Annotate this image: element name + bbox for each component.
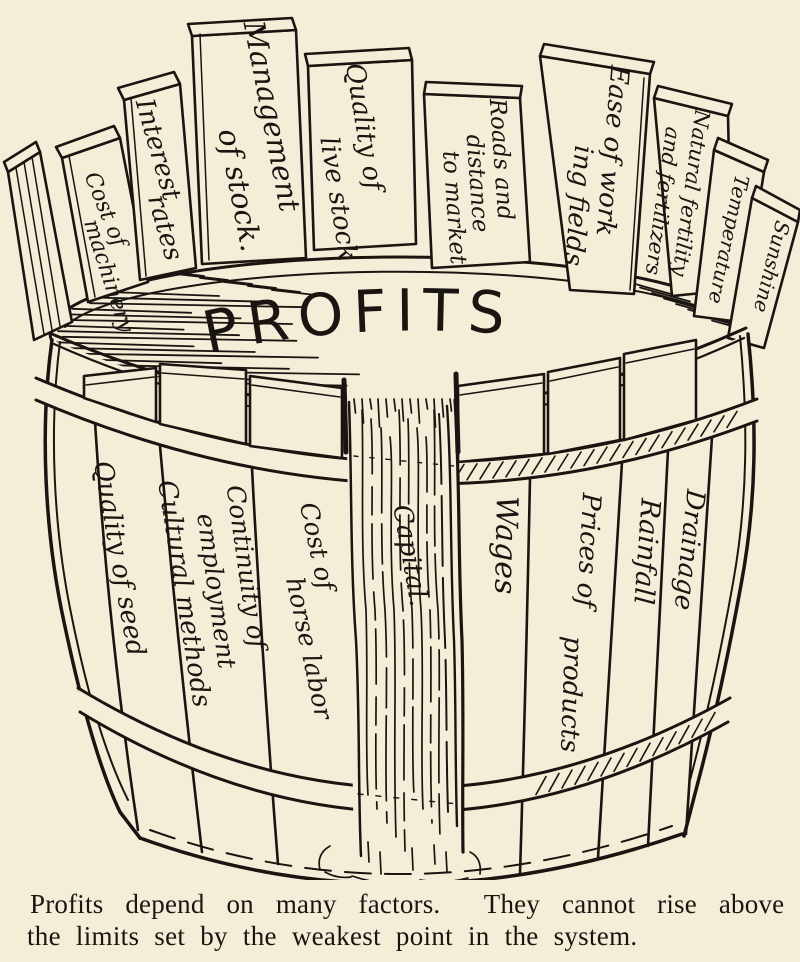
svg-text:Rainfall: Rainfall	[627, 496, 665, 605]
upper-planks	[2, 16, 800, 350]
caption-line-2: the limits set by the weakest point in t…	[27, 921, 638, 951]
front-stave-stubs	[82, 338, 698, 464]
barrel-left-edge	[43, 338, 142, 840]
svg-text:Wages: Wages	[487, 496, 524, 595]
plank-edge-cap	[2, 140, 42, 174]
barrel-bottom-edge	[138, 832, 684, 880]
svg-text:products: products	[554, 636, 588, 753]
stave-lines	[93, 420, 714, 876]
svg-text:Prices of: Prices of	[570, 491, 606, 613]
water-cascade	[318, 371, 482, 880]
barrel-illustration: PROFITS	[2, 16, 800, 880]
caption-line-1: Profits depend on many factors. They can…	[30, 889, 785, 919]
